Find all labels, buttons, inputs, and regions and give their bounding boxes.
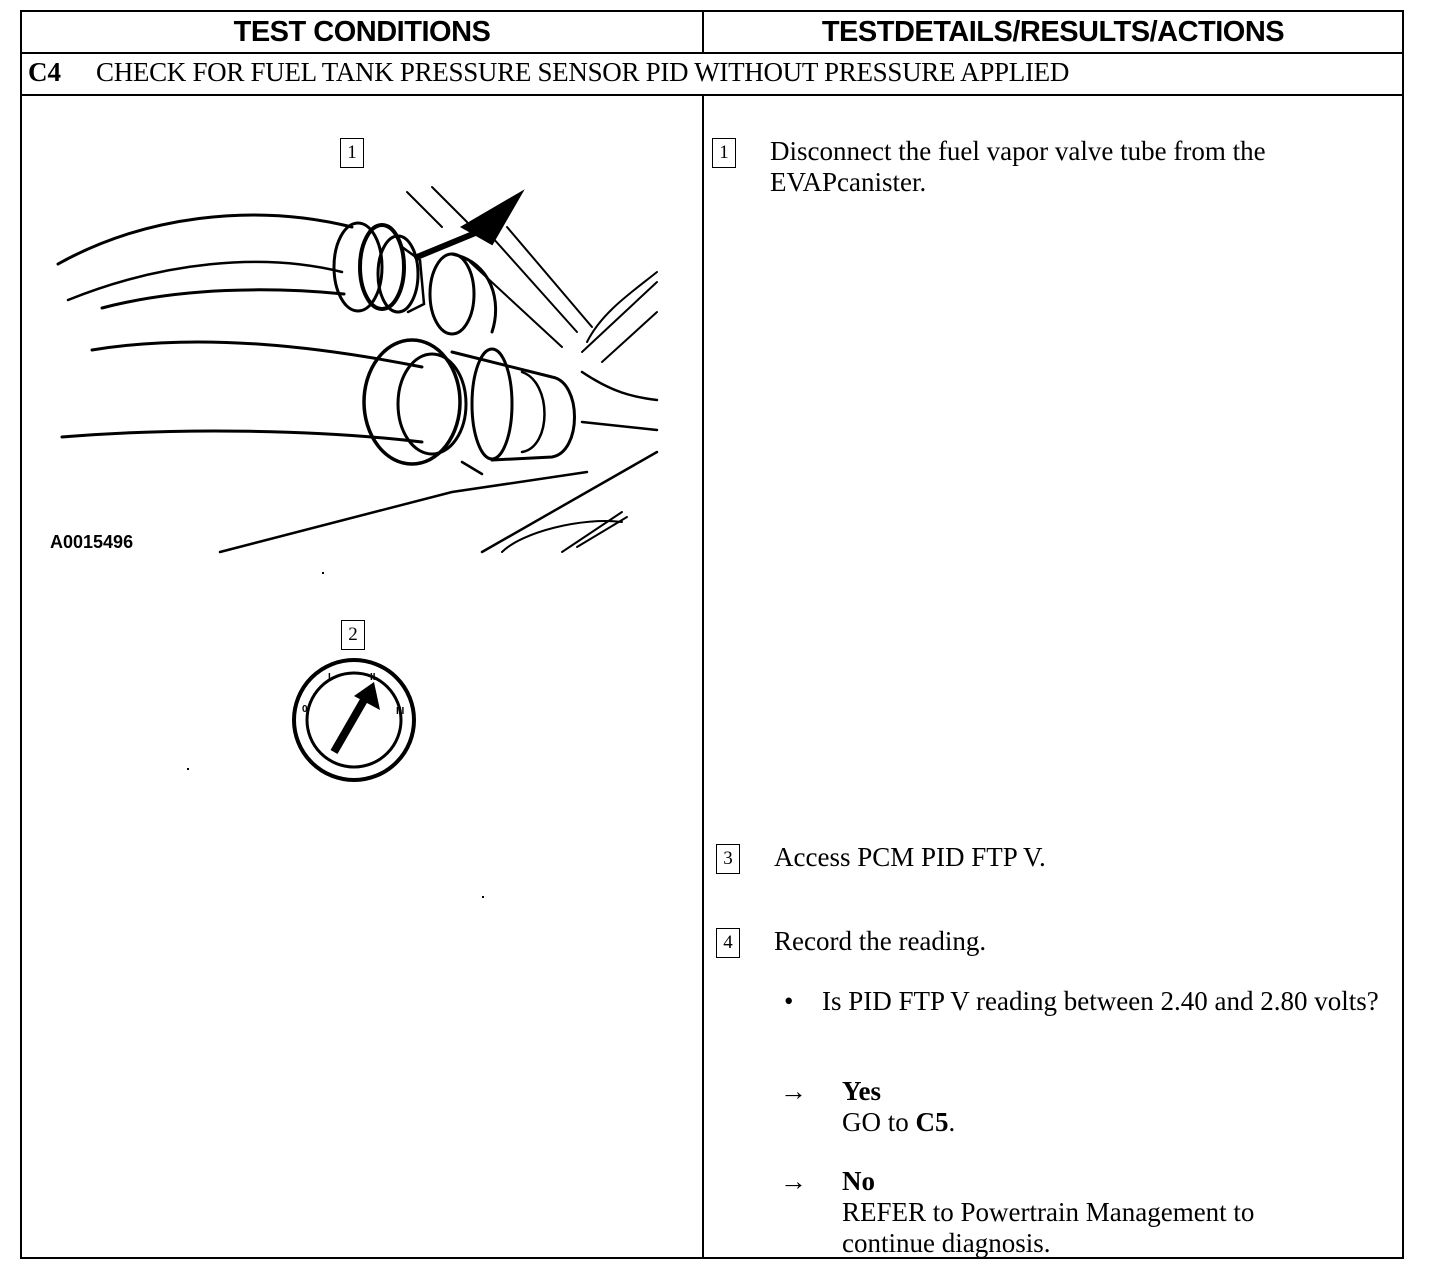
question-text: Is PID FTP V reading between 2.40 and 2.… xyxy=(822,986,1379,1016)
step4-text: Record the reading. xyxy=(774,926,987,956)
scan-speck xyxy=(187,768,189,770)
diagnostic-table: TEST CONDITIONS TESTDETAILS/RESULTS/ACTI… xyxy=(20,10,1404,1259)
step-title-row: C4 CHECK FOR FUEL TANK PRESSURE SENSOR P… xyxy=(22,54,1402,96)
step1-text: Disconnect the fuel vapor valve tube fro… xyxy=(770,136,1266,197)
scan-speck xyxy=(482,896,484,898)
yes-arrow-icon: → xyxy=(780,1076,807,1106)
yes-target-link[interactable]: C5 xyxy=(915,1107,949,1137)
step-title: CHECK FOR FUEL TANK PRESSURE SENSOR PID … xyxy=(96,57,1070,87)
yes-action: GO to C5. xyxy=(842,1107,955,1138)
header-test-details: TESTDETAILS/RESULTS/ACTIONS xyxy=(821,16,1285,48)
yes-prefix: GO to xyxy=(842,1107,916,1137)
yes-suffix: . xyxy=(948,1107,956,1137)
yes-label: Yes xyxy=(842,1076,881,1106)
svg-text:I: I xyxy=(328,672,331,683)
step-code: C4 xyxy=(28,57,61,87)
table-header-row: TEST CONDITIONS TESTDETAILS/RESULTS/ACTI… xyxy=(22,12,1402,54)
scan-speck xyxy=(322,572,324,574)
svg-text:0: 0 xyxy=(302,704,308,715)
ignition-switch-icon: 0 I II III xyxy=(292,658,416,782)
step3-number-box: 3 xyxy=(716,844,740,874)
step3-text: Access PCM PID FTP V. xyxy=(774,842,1046,872)
figure1-number-box: 1 xyxy=(340,138,364,168)
no-arrow-icon: → xyxy=(780,1166,807,1196)
header-test-conditions: TEST CONDITIONS xyxy=(233,16,491,48)
bullet-icon: • xyxy=(784,986,794,1016)
column-divider xyxy=(702,96,704,1259)
step4-number-box: 4 xyxy=(716,928,740,958)
fuel-vapor-tube-illustration xyxy=(56,186,659,554)
no-action: REFER to Powertrain Management to contin… xyxy=(842,1197,1255,1258)
figure2-number-box: 2 xyxy=(341,620,365,650)
step1-number-box: 1 xyxy=(712,138,736,168)
svg-text:III: III xyxy=(396,706,405,717)
figure-id: A0015496 xyxy=(50,532,134,552)
no-label: No xyxy=(842,1166,875,1196)
svg-text:II: II xyxy=(370,672,376,683)
header-divider xyxy=(702,12,704,52)
